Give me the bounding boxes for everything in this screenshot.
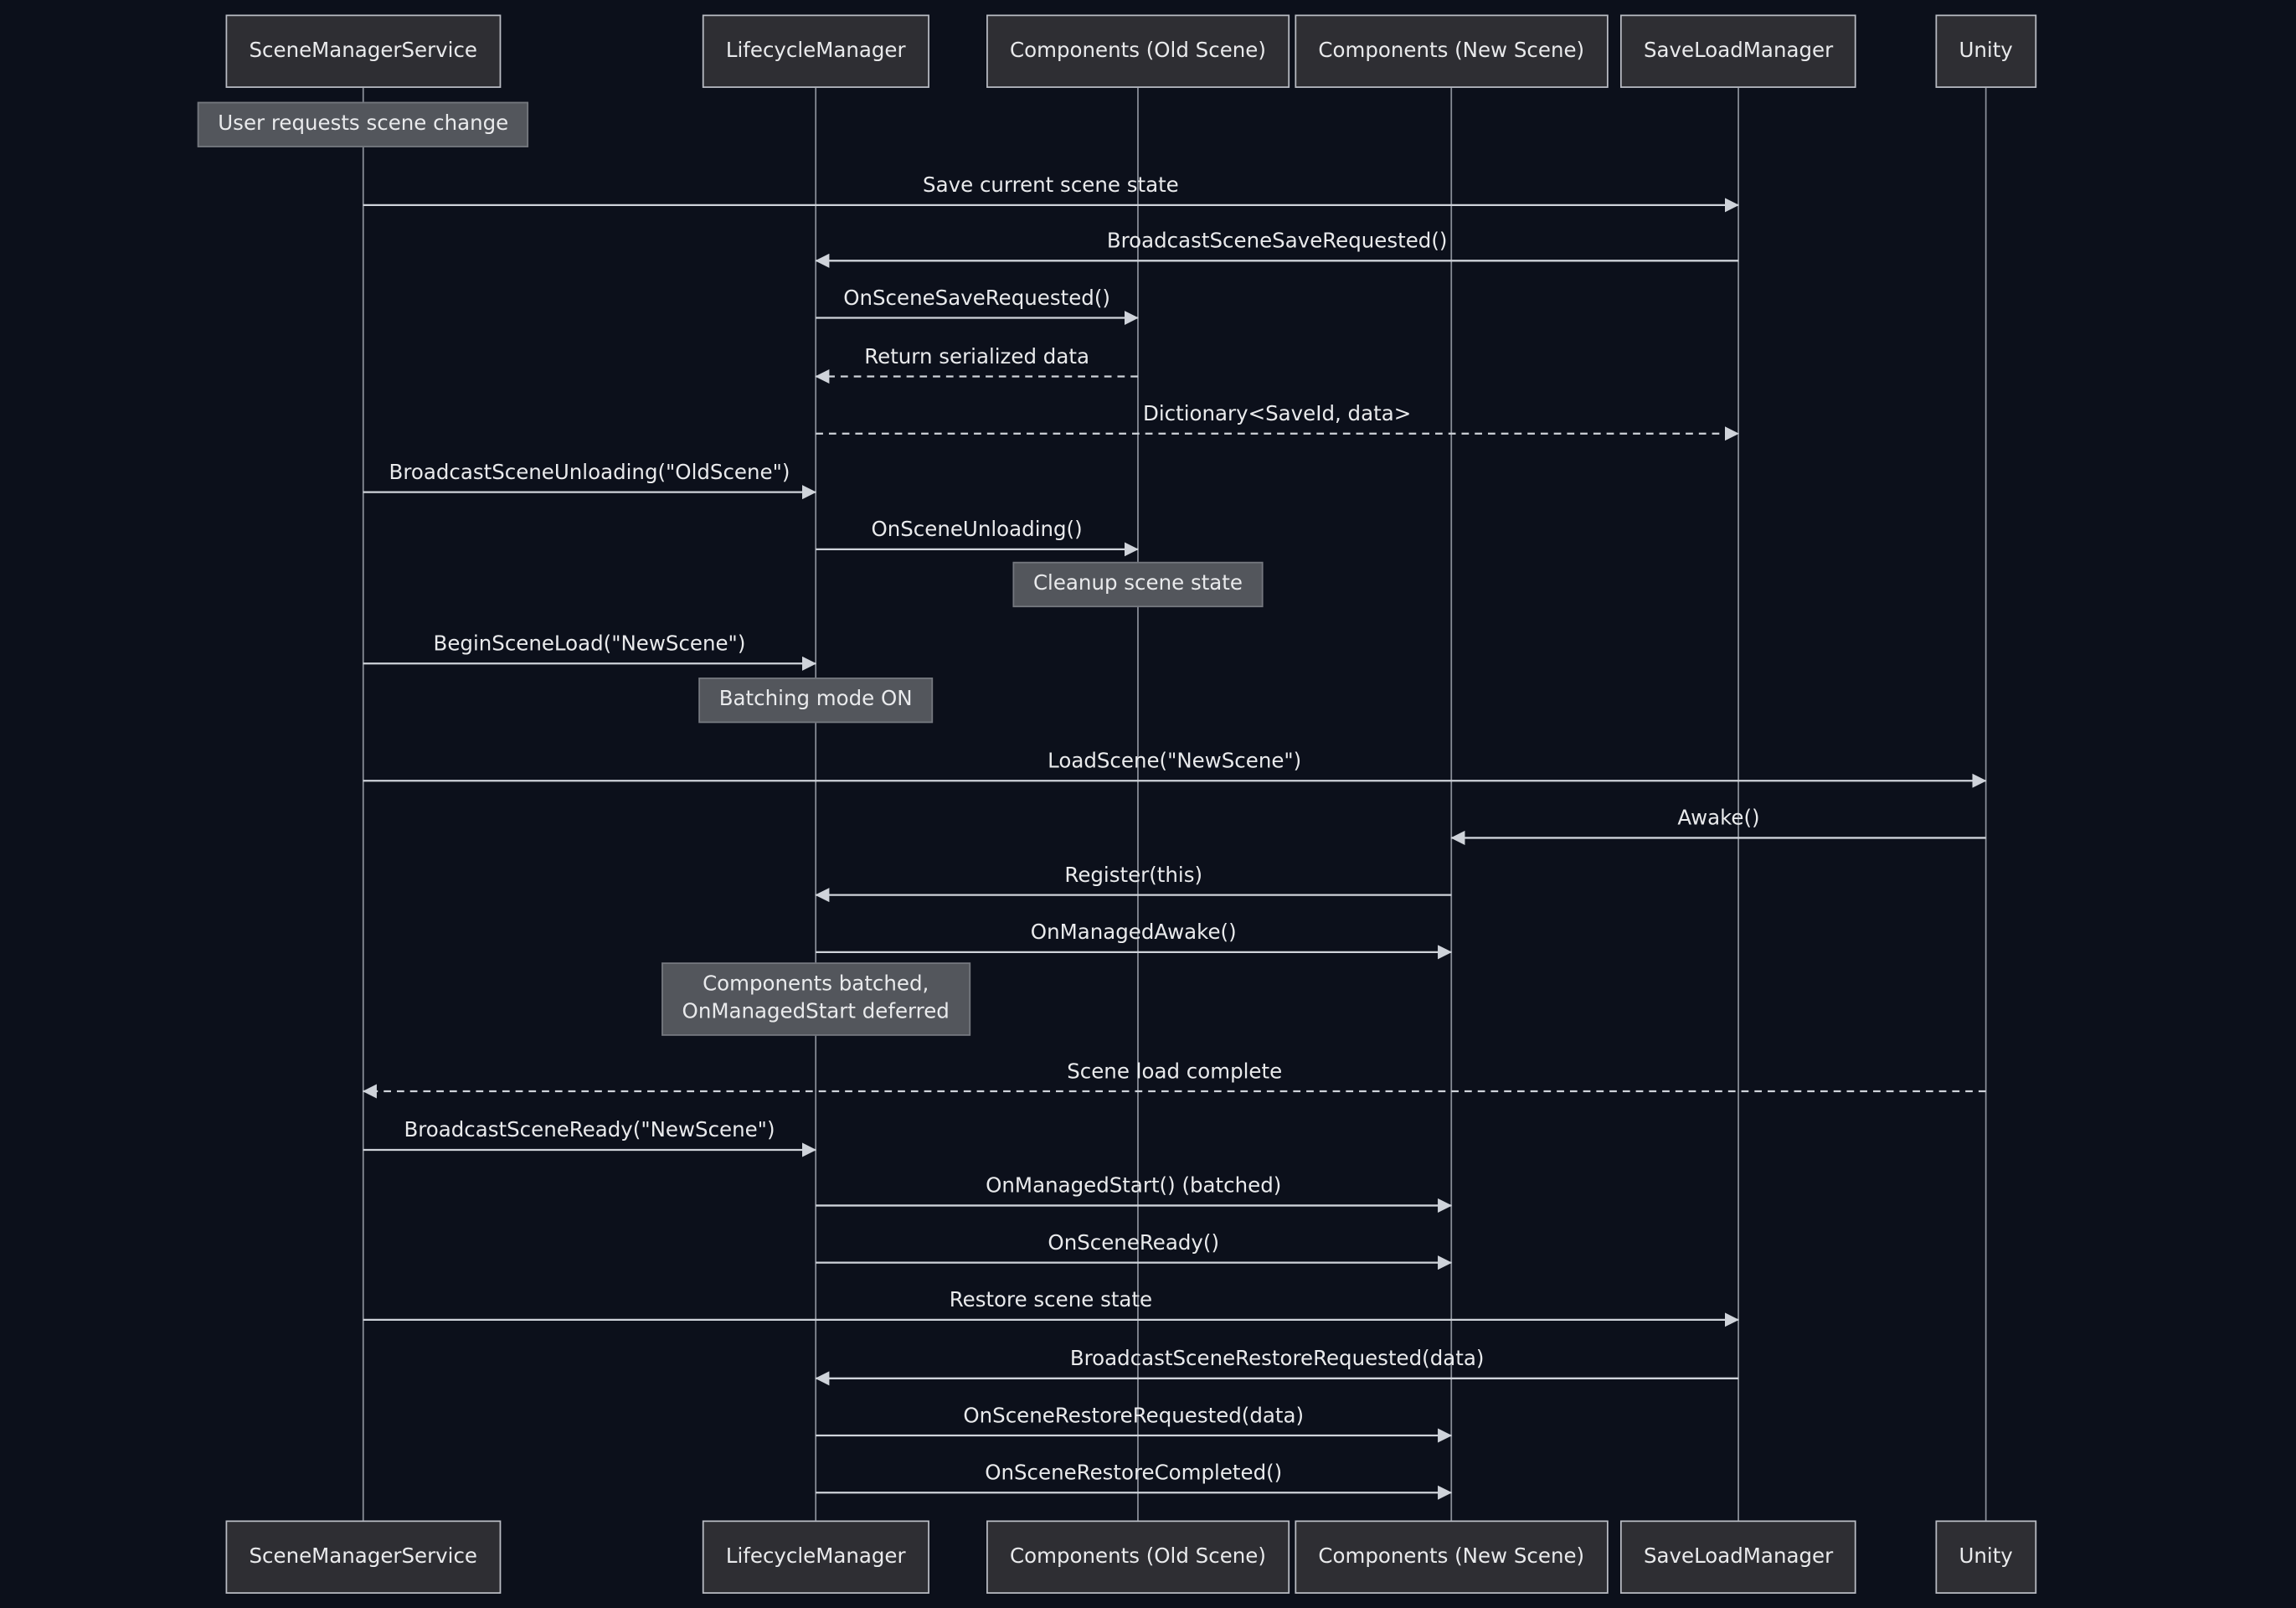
message-label: Return serialized data (864, 345, 1089, 369)
actor-bottom-componentsOldScene: Components (Old Scene) (986, 1520, 1290, 1594)
message-label: OnManagedStart() (batched) (986, 1174, 1282, 1198)
actor-bottom-saveLoadManager: SaveLoadManager (1619, 1520, 1857, 1594)
actor-top-saveLoadManager: SaveLoadManager (1619, 14, 1857, 88)
note: User requests scene change (197, 101, 529, 147)
note: Batching mode ON (698, 678, 934, 724)
message-label: BroadcastSceneUnloading("OldScene") (389, 461, 790, 485)
actor-top-sceneManagerService: SceneManagerService (225, 14, 501, 88)
message-label: OnSceneReady() (1048, 1231, 1220, 1255)
actor-bottom-componentsNewScene: Components (New Scene) (1295, 1520, 1609, 1594)
actor-top-lifecycleManager: LifecycleManager (702, 14, 929, 88)
message-label: BroadcastSceneSaveRequested() (1106, 229, 1448, 254)
message-label: BroadcastSceneRestoreRequested(data) (1069, 1348, 1485, 1372)
actor-top-componentsNewScene: Components (New Scene) (1295, 14, 1609, 88)
message-label: OnManagedAwake() (1030, 921, 1237, 946)
message-label: OnSceneUnloading() (871, 518, 1083, 543)
message-label: Scene load complete (1067, 1060, 1283, 1085)
message-label: Awake() (1677, 807, 1760, 831)
note: Components batched, OnManagedStart defer… (662, 962, 970, 1036)
actor-bottom-sceneManagerService: SceneManagerService (225, 1520, 501, 1594)
message-label: OnSceneRestoreRequested(data) (963, 1404, 1305, 1429)
actor-bottom-lifecycleManager: LifecycleManager (702, 1520, 929, 1594)
message-label: Save current scene state (923, 174, 1179, 198)
message-label: LoadScene("NewScene") (1048, 750, 1302, 774)
message-label: OnSceneSaveRequested() (843, 286, 1110, 311)
message-label: Restore scene state (949, 1289, 1153, 1313)
message-label: BeginSceneLoad("NewScene") (433, 632, 746, 657)
message-label: OnSceneRestoreCompleted() (985, 1461, 1283, 1486)
message-label: Register(this) (1064, 863, 1203, 888)
message-label: Dictionary<SaveId, data> (1143, 402, 1412, 426)
message-label: BroadcastSceneReady("NewScene") (404, 1119, 775, 1143)
actor-top-componentsOldScene: Components (Old Scene) (986, 14, 1290, 88)
actor-top-unity: Unity (1935, 14, 2036, 88)
note: Cleanup scene state (1012, 561, 1264, 607)
actor-bottom-unity: Unity (1935, 1520, 2036, 1594)
